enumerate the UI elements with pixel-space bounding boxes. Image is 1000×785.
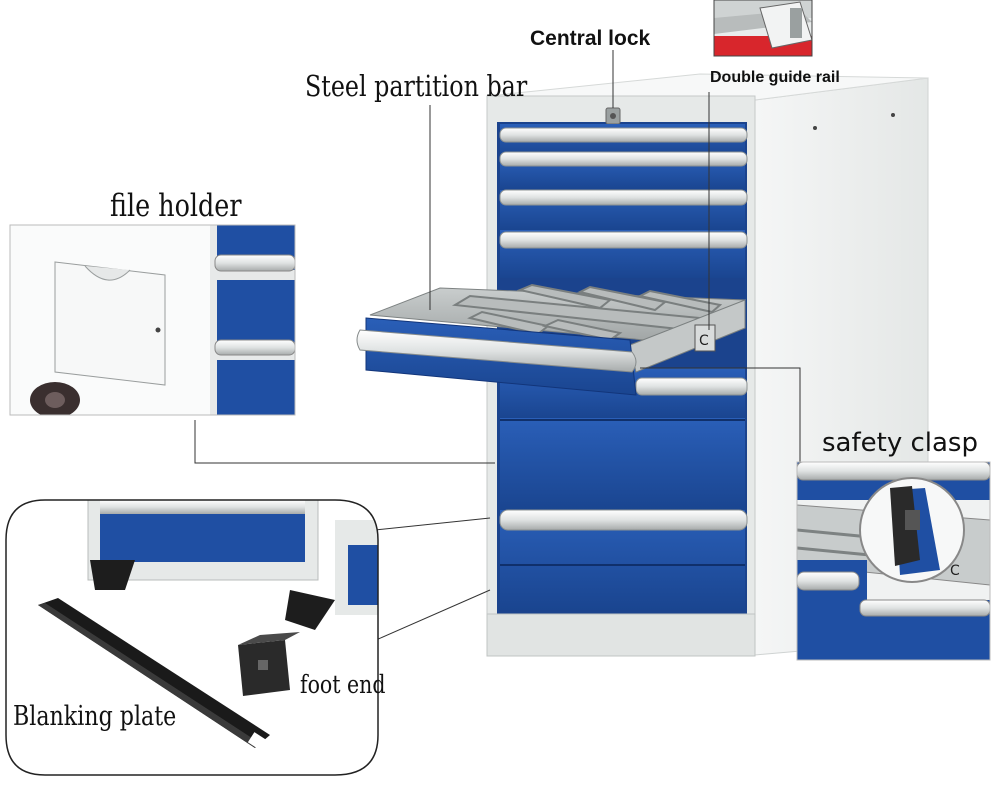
svg-text:C: C xyxy=(699,333,709,349)
file-holder-pocket xyxy=(54,261,166,386)
label-safety-clasp: safety clasp xyxy=(822,428,978,458)
leader-blanking-plate-callout-top xyxy=(374,517,491,531)
file-holder-inset xyxy=(10,225,295,415)
leader-lines xyxy=(119,50,801,641)
leader-file-holder xyxy=(194,420,495,464)
label-foot-end: foot end xyxy=(300,670,386,699)
label-blanking-plate: Blanking plate xyxy=(13,701,177,732)
leader-safety-clasp xyxy=(640,367,801,465)
double-guide-rail-inset xyxy=(714,0,812,56)
label-double-guide-rail: Double guide rail xyxy=(710,69,840,86)
label-central-lock: Central lock xyxy=(530,27,651,50)
drawer-4 xyxy=(499,230,748,278)
drawer-5-open: C xyxy=(356,283,747,396)
blanking-plate-part xyxy=(38,598,270,750)
svg-text:C: C xyxy=(950,563,960,579)
drawer-7 xyxy=(500,418,745,510)
safety-clasp-magnifier: C xyxy=(859,477,965,583)
label-file-holder: file holder xyxy=(110,188,242,224)
drawer-8 xyxy=(499,509,748,610)
drawer-3 xyxy=(499,189,748,230)
blanking-plate-callout xyxy=(5,499,379,776)
drawer-2 xyxy=(499,151,748,190)
leader-blanking-plate-callout-bottom xyxy=(375,589,491,641)
rail-clip-icon: C xyxy=(694,324,716,352)
safety-clasp-inset: C xyxy=(797,462,990,660)
caster-wheel xyxy=(30,382,80,415)
label-steel-partition-bar: Steel partition bar xyxy=(305,69,528,103)
central-lock xyxy=(605,107,621,125)
foot-end-part xyxy=(238,632,300,696)
